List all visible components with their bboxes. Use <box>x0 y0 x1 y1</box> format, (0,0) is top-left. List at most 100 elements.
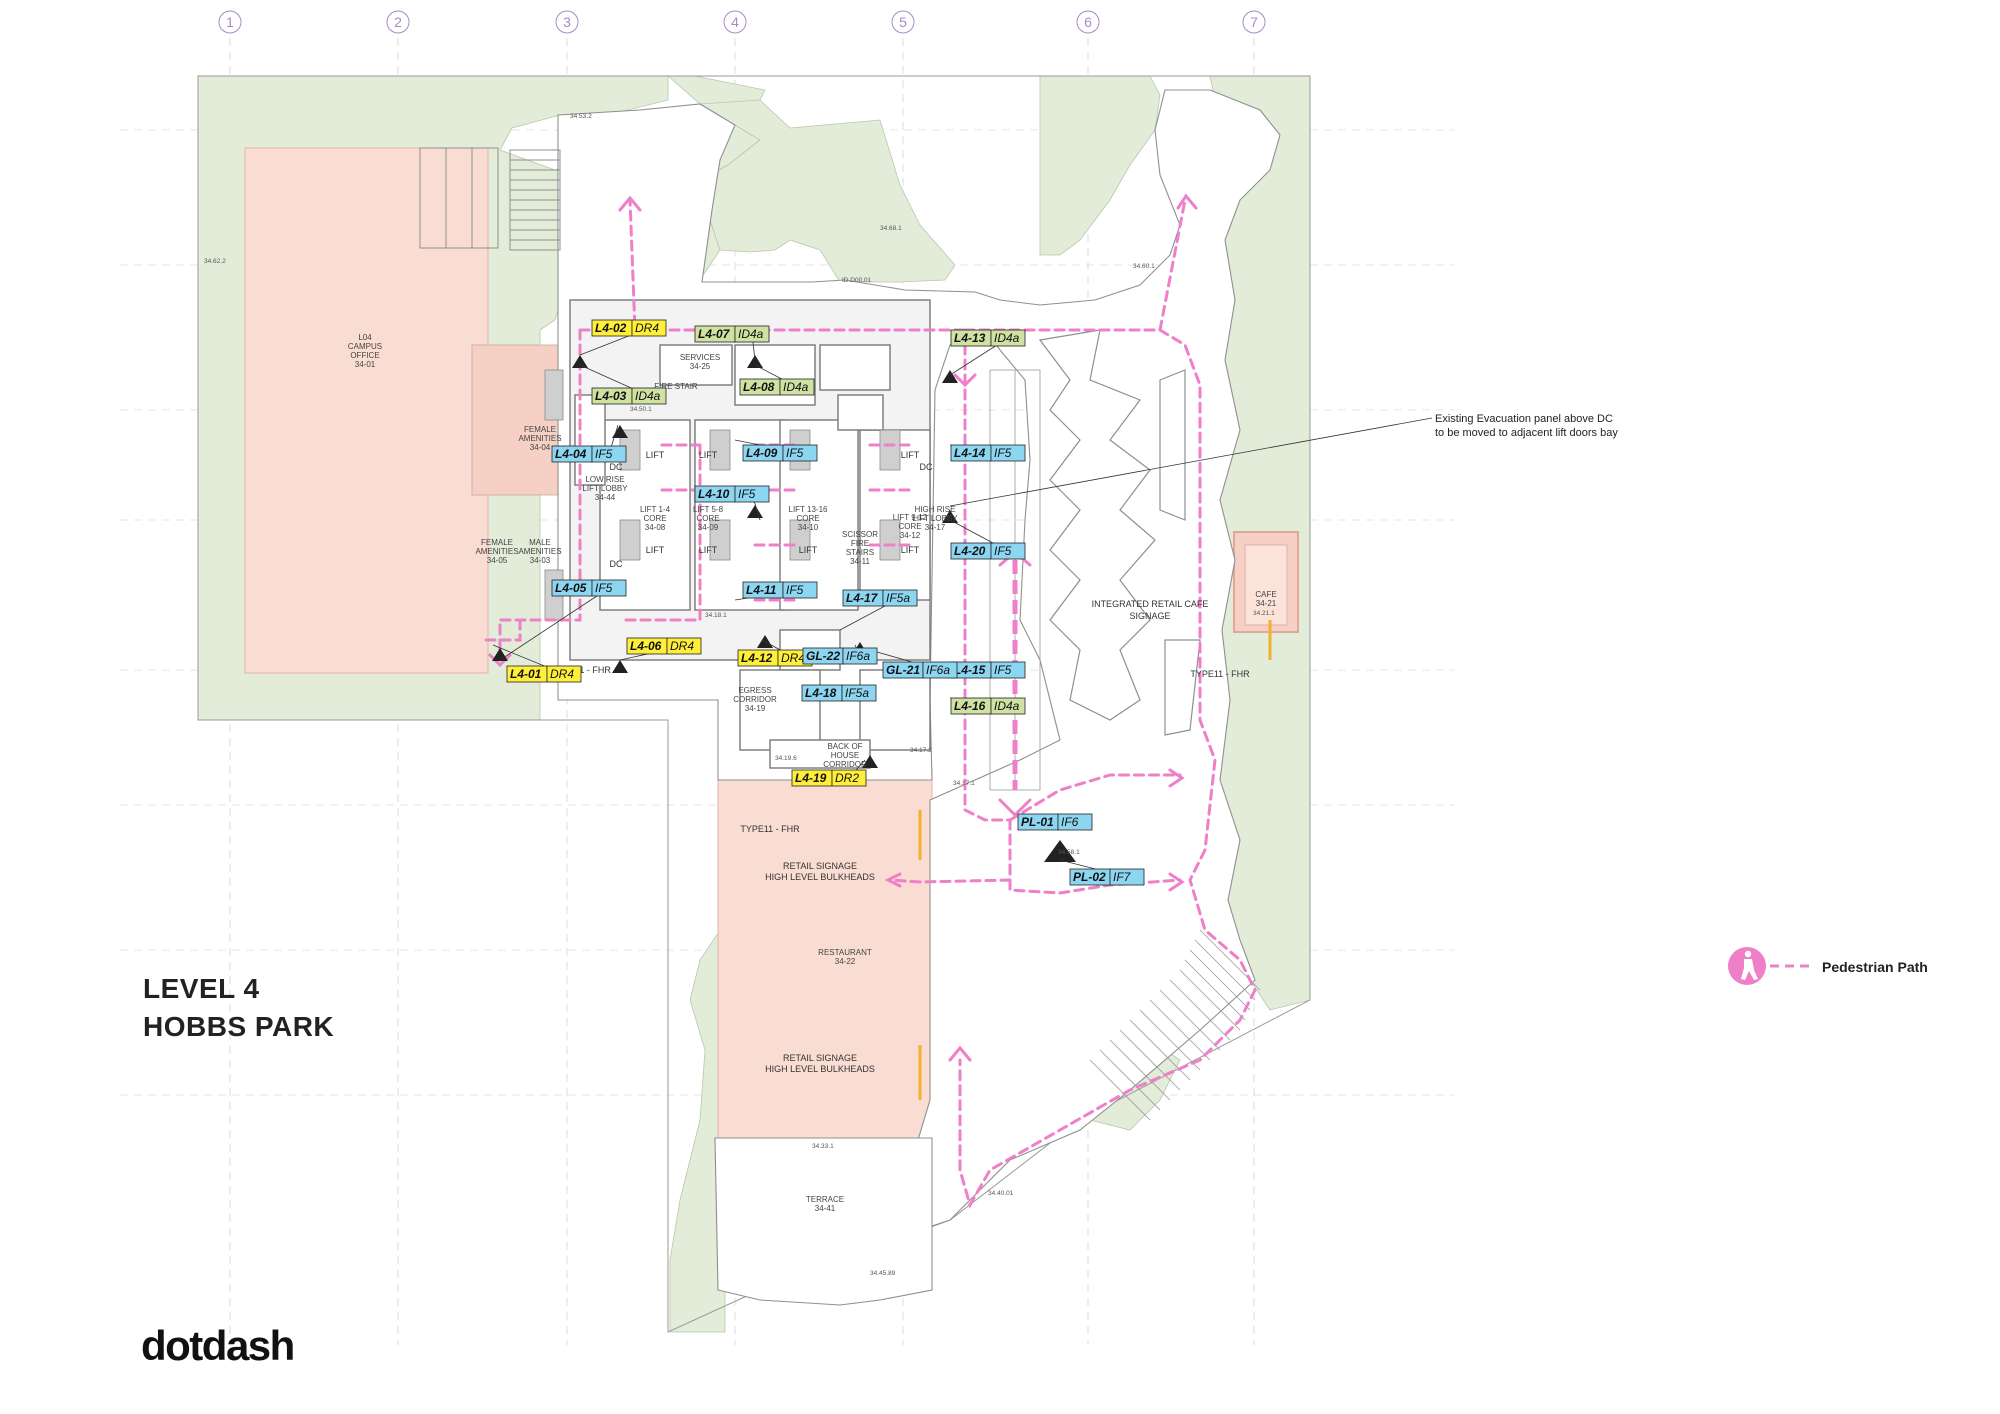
note-leader-line <box>949 417 1433 507</box>
high-rise-lobby-3: 34-17 <box>925 523 946 532</box>
tag-code: L4-09 <box>746 446 778 460</box>
tag-type-box <box>1109 868 1145 886</box>
tag-type: IF5 <box>786 583 804 597</box>
dc-label: DC <box>610 559 623 569</box>
tag-code: L4-10 <box>698 487 730 501</box>
tag-type: DR4 <box>781 651 805 665</box>
tag-code: L4-02 <box>595 321 627 335</box>
egress-corridor-1: EGRESS <box>738 686 771 695</box>
grid-axis-4: 4 <box>731 14 739 30</box>
grid-axis-6: 6 <box>1084 14 1092 30</box>
tag-type-box <box>990 697 1026 715</box>
tag-code: L4-18 <box>805 686 837 700</box>
tag-type: IF5 <box>994 446 1012 460</box>
stair-flights <box>419 147 561 251</box>
lift-core-b-3: 34-09 <box>698 523 719 532</box>
grid-axis-1: 1 <box>226 14 234 30</box>
tag-type: ID4a <box>635 389 661 403</box>
lift-label: LIFT <box>901 450 920 460</box>
tag-type-box <box>990 444 1026 462</box>
lift-label: LIFT <box>646 450 665 460</box>
lift-label: LIFT <box>646 545 665 555</box>
grid-axis-3: 3 <box>563 14 571 30</box>
lift-core-c-3: 34-10 <box>798 523 819 532</box>
female-amenities-b-2: AMENITIES <box>475 547 518 556</box>
tag-type: IF5 <box>994 544 1012 558</box>
scissor-stairs-3: STAIRS <box>846 548 874 557</box>
tag-type-box <box>922 661 958 679</box>
egress-corridor-3: 34-19 <box>745 704 766 713</box>
note-line-2: to be moved to adjacent lift doors bay <box>1435 427 1618 439</box>
tag-type-box <box>734 485 770 503</box>
retail-signage-upper-1: RETAIL SIGNAGE <box>783 861 857 871</box>
path-arrowheads <box>488 193 1198 1062</box>
lift-core-a-1: LIFT 1-4 <box>640 505 671 514</box>
tag-code: PL-01 <box>1021 815 1054 829</box>
tag-code: L4-11 <box>746 583 777 597</box>
tag-type-box <box>882 589 918 607</box>
tag-type: IF6a <box>926 663 950 677</box>
integrated-retail-label: INTEGRATED RETAIL CAFE <box>1092 599 1209 609</box>
lift-core-d-1: LIFT 9-12 <box>893 513 928 522</box>
tag-type: IF5 <box>738 487 756 501</box>
lift-core-b-2: CORE <box>696 514 719 523</box>
tag-code: L4-17 <box>846 591 879 605</box>
type11-lower-label: TYPE11 - FHR <box>740 824 800 834</box>
brand-logo: dotdash <box>141 1322 295 1369</box>
tag-type: IF5a <box>886 591 910 605</box>
terrace-label: TERRACE <box>806 1195 844 1204</box>
tag-type: ID4a <box>994 699 1020 713</box>
core-walls <box>569 299 931 769</box>
tag-type-box <box>1057 813 1093 831</box>
ref-code: 34.62.2 <box>204 258 226 265</box>
tag-code: GL-22 <box>806 649 840 663</box>
tag-code: GL-21 <box>886 663 920 677</box>
dc-label: DC <box>920 462 933 472</box>
restaurant-number: 34-22 <box>835 957 856 966</box>
tag-leader-line <box>499 587 610 661</box>
retail-signage-lower-1: RETAIL SIGNAGE <box>783 1053 857 1063</box>
scissor-stairs-1: SCISSOR <box>842 530 878 539</box>
tag-type-box <box>990 661 1026 679</box>
tag-code: L4-19 <box>795 771 827 785</box>
lift-core-d-2: CORE <box>898 522 921 531</box>
legend <box>1728 947 1812 985</box>
campus-office-line2: CAMPUS <box>348 342 382 351</box>
male-amenities-1: MALE <box>529 538 551 547</box>
tag-type: DR4 <box>550 667 574 681</box>
female-amenities-a-3: 34-04 <box>530 443 551 452</box>
female-amenities-b-3: 34-05 <box>487 556 508 565</box>
pedestrian-figure <box>1741 950 1758 980</box>
retail-zigzag <box>1038 329 1201 736</box>
tag-type: IF5 <box>994 663 1012 677</box>
tag-code: PL-02 <box>1073 870 1106 884</box>
tag-type-box <box>990 329 1026 347</box>
male-amenities-2: AMENITIES <box>518 547 561 556</box>
tag-type: DR4 <box>635 321 659 335</box>
building-title: HOBBS PARK <box>143 1011 335 1042</box>
male-amenities-3: 34-03 <box>530 556 551 565</box>
high-rise-lobby-2: LIFT LOBBY <box>912 514 958 523</box>
tag-code: L4-07 <box>698 327 731 341</box>
back-of-house-3: CORRIDOR <box>823 760 867 769</box>
annotation-tag-l4-02: L4-02 DR4 <box>579 319 667 356</box>
tag-code: L4-06 <box>630 639 662 653</box>
cafe-label: CAFE <box>1255 590 1276 599</box>
ref-code: 34.33.1 <box>812 1143 834 1150</box>
low-rise-lobby-1: LOW RISE <box>585 475 624 484</box>
services-label: SERVICES <box>680 353 720 362</box>
tag-code: L4-08 <box>743 380 775 394</box>
tag-type-box <box>831 769 867 787</box>
grid-bubbles: 1 2 3 4 5 6 7 <box>218 10 1266 34</box>
ref-code: 34.21.1 <box>1253 610 1275 617</box>
